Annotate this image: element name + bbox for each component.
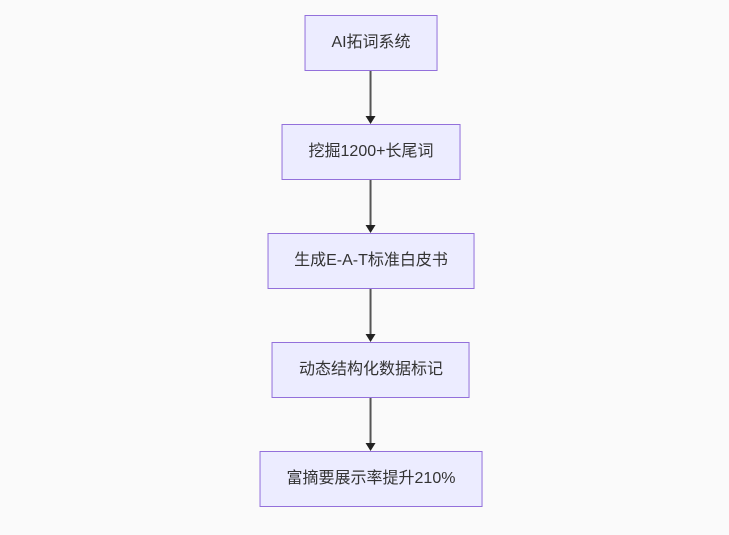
- flow-node-3: 生成E-A-T标准白皮书: [267, 233, 475, 289]
- flow-node-label: 生成E-A-T标准白皮书: [294, 252, 448, 270]
- flow-edge-2: [365, 180, 377, 233]
- edge-line: [370, 180, 372, 226]
- flow-edge-4: [365, 398, 377, 451]
- arrowhead-down-icon: [366, 334, 376, 342]
- flow-node-1: AI拓词系统: [304, 15, 438, 71]
- arrowhead-down-icon: [366, 116, 376, 124]
- flow-node-label: 动态结构化数据标记: [298, 361, 443, 379]
- edge-line: [370, 289, 372, 335]
- flow-node-label: 挖掘1200+长尾词: [308, 143, 434, 161]
- flow-edge-1: [365, 71, 377, 124]
- flow-edge-3: [365, 289, 377, 342]
- flow-node-label: 富摘要展示率提升210%: [286, 470, 456, 488]
- flow-node-2: 挖掘1200+长尾词: [281, 124, 461, 180]
- flow-node-5: 富摘要展示率提升210%: [259, 451, 483, 507]
- edge-line: [370, 398, 372, 444]
- arrowhead-down-icon: [366, 443, 376, 451]
- arrowhead-down-icon: [366, 225, 376, 233]
- flow-node-4: 动态结构化数据标记: [271, 342, 470, 398]
- flow-node-label: AI拓词系统: [331, 34, 411, 52]
- edge-line: [370, 71, 372, 117]
- flowchart: AI拓词系统 挖掘1200+长尾词 生成E-A-T标准白皮书 动态结构化数据标记: [259, 15, 483, 507]
